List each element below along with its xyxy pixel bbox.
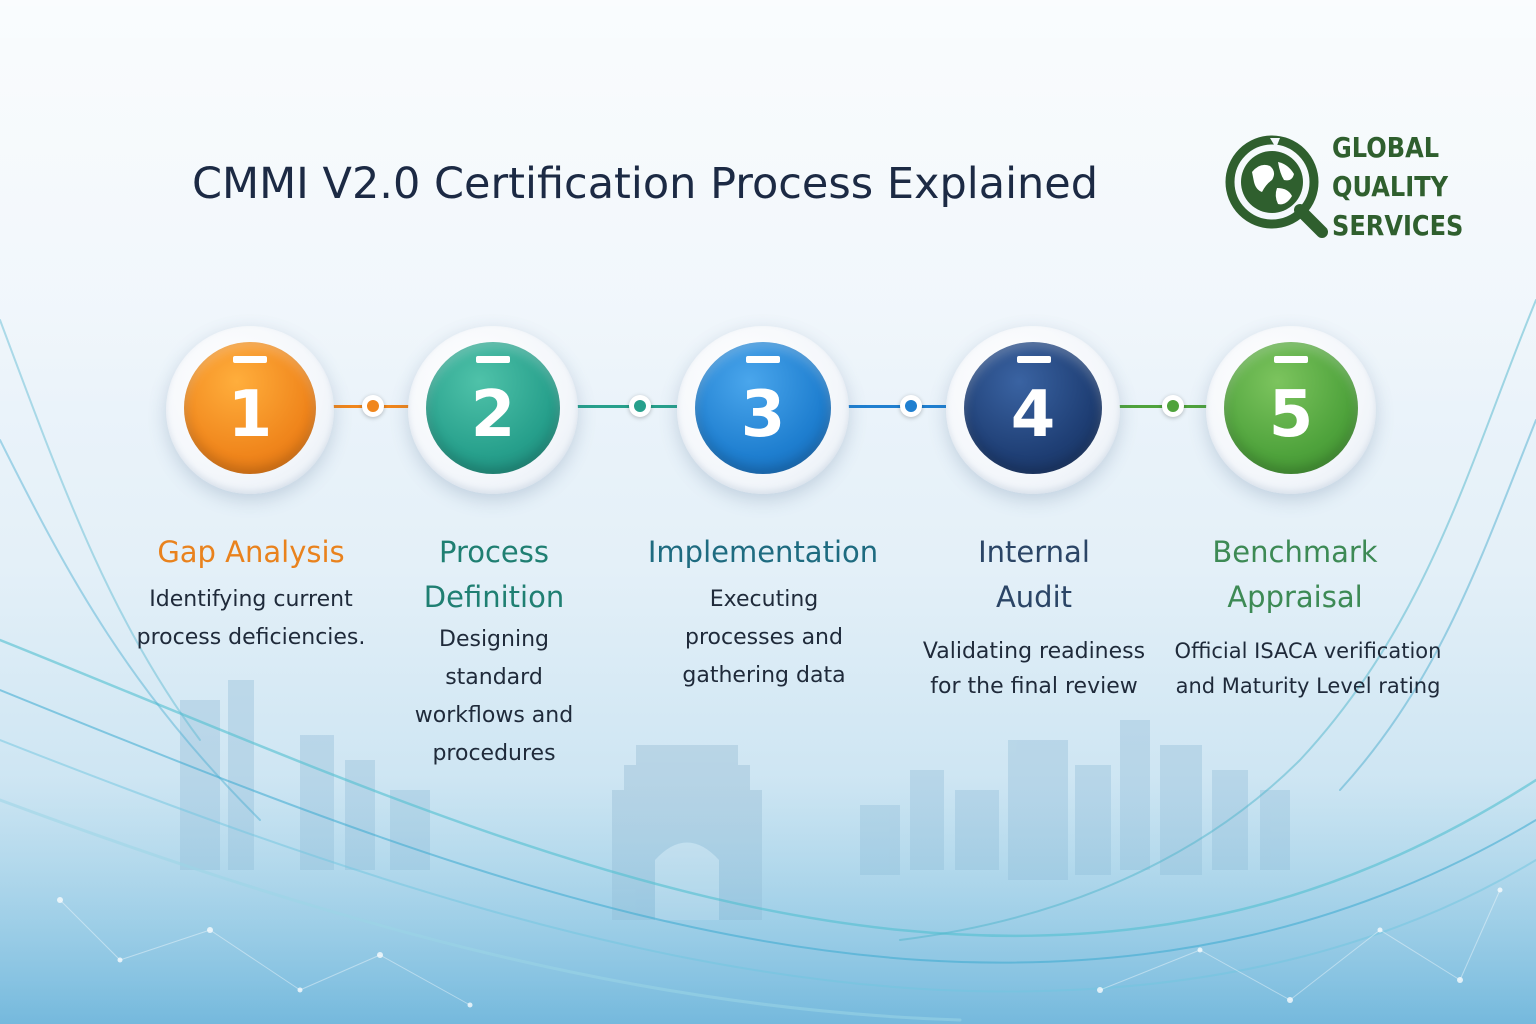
- step-4-desc-line-2: for the final review: [930, 674, 1138, 699]
- step-4-heading-line-1: Internal: [978, 535, 1090, 569]
- step-3-heading: Implementation: [616, 530, 910, 575]
- step-3-desc-line-3: gathering data: [682, 663, 846, 688]
- step-4-heading: Internal Audit: [912, 530, 1156, 620]
- step-5-circle: 5: [1224, 342, 1358, 474]
- connector-node-1: [362, 395, 384, 417]
- step-2-number: 2: [470, 378, 516, 452]
- logo-line-2: QUALITY: [1332, 170, 1449, 203]
- step-1-number: 1: [227, 378, 273, 452]
- wave-lines: [0, 299, 1536, 1022]
- step-2-heading-line-1: Process: [438, 535, 549, 569]
- connector-node-4: [1162, 395, 1184, 417]
- step-3-description: Executing processes and gathering data: [640, 581, 888, 695]
- step-3-desc-line-1: Executing: [709, 587, 819, 612]
- step-1-desc-line-1: Identifying current: [149, 587, 353, 612]
- step-3-number: 3: [740, 378, 786, 452]
- network-dots: [57, 887, 1503, 1008]
- step-2-description: Designing standard workflows and procedu…: [374, 621, 614, 773]
- step-5-heading-line-1: Benchmark: [1212, 535, 1378, 569]
- step-2-heading-line-2: Definition: [423, 580, 565, 614]
- globe-magnifier-icon: [1225, 135, 1328, 238]
- step-5-desc-line-2: and Maturity Level rating: [1175, 674, 1441, 698]
- connector-2-3: [563, 405, 677, 408]
- step-5-heading: Benchmark Appraisal: [1176, 530, 1414, 620]
- step-3-circle: 3: [695, 342, 831, 474]
- step-4-marker: [1017, 356, 1051, 363]
- step-5-desc-line-1: Official ISACA verification: [1174, 639, 1442, 663]
- step-4-circle: 4: [964, 342, 1102, 474]
- step-5-description: Official ISACA verification and Maturity…: [1160, 634, 1456, 704]
- step-1-description: Identifying current process deficiencies…: [120, 581, 382, 657]
- network-links: [59, 889, 1501, 1006]
- step-3-desc-line-2: processes and: [685, 625, 843, 650]
- step-4-number: 4: [1010, 378, 1056, 452]
- step-2-heading: Process Definition: [374, 530, 614, 620]
- logo-line-3: SERVICES: [1332, 209, 1464, 242]
- step-2-marker: [476, 356, 510, 363]
- step-3-heading-text: Implementation: [647, 535, 879, 569]
- step-5-marker: [1274, 356, 1308, 363]
- step-4-desc-line-1: Validating readiness: [922, 639, 1146, 664]
- step-1-heading-text: Gap Analysis: [157, 535, 345, 569]
- connector-node-2: [629, 395, 651, 417]
- step-4-heading-line-2: Audit: [995, 580, 1073, 614]
- step-2-desc-line-3: workflows and: [414, 703, 574, 728]
- step-1-desc-line-2: process deficiencies.: [136, 625, 366, 650]
- step-2-desc-line-2: standard: [445, 665, 543, 690]
- logo-line-1: GLOBAL: [1332, 131, 1440, 164]
- step-1-circle: 1: [184, 342, 316, 474]
- step-3-marker: [746, 356, 780, 363]
- step-1-heading: Gap Analysis: [120, 530, 382, 575]
- connector-4-5: [1103, 405, 1209, 408]
- company-logo: GLOBAL QUALITY SERVICES: [1222, 128, 1472, 252]
- step-5-heading-line-2: Appraisal: [1227, 580, 1363, 614]
- step-2-desc-line-4: procedures: [432, 741, 556, 766]
- connector-3-4: [832, 405, 946, 408]
- step-5-number: 5: [1268, 378, 1314, 452]
- page-title: CMMI V2.0 Certification Process Explaine…: [191, 159, 1099, 209]
- step-4-description: Validating readiness for the final revie…: [898, 634, 1170, 704]
- step-1-marker: [233, 356, 267, 363]
- step-2-desc-line-1: Designing: [439, 627, 549, 652]
- step-2-circle: 2: [426, 342, 560, 474]
- connector-node-3: [900, 395, 922, 417]
